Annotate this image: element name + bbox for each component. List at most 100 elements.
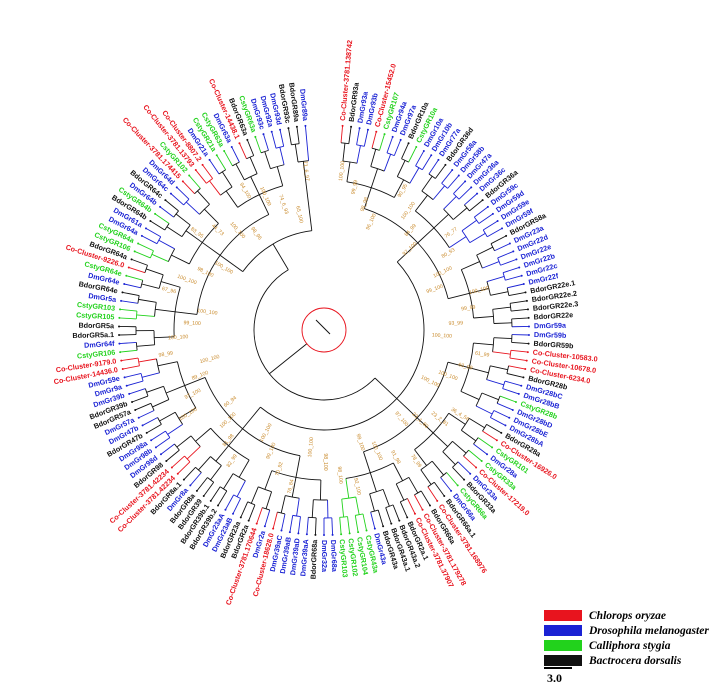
leaf-tip	[504, 424, 506, 426]
branch-segment	[295, 144, 298, 162]
leaf-label: DmGr59a	[534, 321, 567, 331]
branch-segment	[204, 482, 214, 496]
branch-segment	[383, 489, 389, 506]
branch-segment	[196, 170, 207, 183]
support-value: 78_99	[409, 453, 422, 468]
leaf-tip	[487, 206, 489, 208]
legend-item: Chlorops oryzae	[544, 608, 709, 623]
branch-segment	[126, 276, 142, 281]
support-value: 100_100	[176, 274, 197, 286]
branch-segment	[491, 236, 506, 244]
branch-segment	[122, 292, 139, 295]
legend-item: Bactrocera dorsalis	[544, 653, 709, 668]
branch-segment	[384, 154, 390, 171]
branch-segment	[236, 164, 244, 180]
leaf-tip	[171, 466, 173, 468]
branch-segment	[139, 410, 154, 417]
branch-segment	[490, 418, 505, 426]
leaf-tip	[182, 180, 184, 182]
branch-segment	[503, 389, 519, 394]
support-value: 99_100	[183, 320, 201, 327]
leaf-tip	[304, 125, 306, 127]
branch-segment	[449, 237, 466, 248]
branch-segment	[155, 214, 169, 224]
branch-segment	[461, 391, 479, 399]
root-ring	[302, 308, 346, 352]
leaf-tip	[119, 351, 121, 353]
support-value: 83_95	[189, 226, 204, 240]
leaf-tip	[429, 504, 431, 506]
support-value: 100_100	[370, 441, 383, 462]
leaf-tip	[508, 417, 510, 419]
branch-segment	[203, 165, 213, 179]
branch-segment	[178, 462, 190, 474]
branch-segment	[265, 510, 270, 526]
leaf-tip	[296, 126, 298, 128]
branch-segment	[452, 467, 464, 479]
branch-segment	[120, 309, 137, 311]
leaf-tip	[306, 533, 308, 535]
leaf-tip	[374, 528, 376, 530]
leaf-tip	[138, 417, 140, 419]
branch-segment	[249, 505, 255, 521]
branch-segment	[135, 251, 151, 258]
support-value: 76_77	[444, 226, 459, 240]
branch-segment	[447, 473, 458, 486]
support-value: 89_100	[191, 370, 209, 382]
root-branch	[316, 320, 330, 334]
branch-segment	[137, 345, 155, 347]
support-value: 100_100	[469, 285, 490, 296]
leaf-tip	[406, 516, 408, 518]
branch-segment	[273, 244, 288, 270]
branch-segment	[177, 436, 191, 447]
leaf-tip	[526, 300, 528, 302]
leaf-tip	[141, 235, 143, 237]
leaf-tip	[515, 401, 517, 403]
branch-segment	[500, 396, 516, 402]
branch-segment	[124, 284, 141, 288]
branch-segment	[146, 269, 163, 275]
leaf-tip	[122, 368, 124, 370]
branch-segment	[453, 181, 465, 193]
leaf-tip	[131, 258, 133, 260]
support-value: 98_100	[322, 453, 328, 470]
branch-segment	[129, 389, 145, 394]
support-value: 100_100	[420, 375, 441, 389]
leaf-tip	[457, 484, 459, 486]
branch-segment	[211, 487, 220, 501]
leaf-tip	[120, 300, 122, 302]
branch-segment	[298, 517, 300, 534]
branch-segment	[315, 518, 316, 535]
branch-arc	[260, 262, 424, 430]
branch-segment	[458, 462, 470, 474]
branch-segment	[505, 276, 521, 281]
branch-segment	[433, 186, 445, 200]
branch-segment	[143, 418, 158, 426]
leaf-label: BdorGR5a	[78, 321, 115, 331]
tree-branches	[118, 125, 530, 536]
leaf-tip	[196, 490, 198, 492]
leaf-tip	[482, 199, 484, 201]
leaf-tip	[118, 343, 120, 345]
branch-segment	[166, 386, 185, 393]
leaf-tip	[505, 235, 507, 237]
support-value: 100_100	[432, 332, 453, 339]
leaf-tip	[202, 164, 204, 166]
branch-segment	[273, 512, 277, 528]
branch-segment	[341, 126, 343, 143]
branch-segment	[139, 359, 157, 362]
branch-segment	[363, 452, 370, 473]
leaf-tip	[150, 439, 152, 441]
support-value: 92_100	[352, 477, 361, 495]
branch-segment	[421, 491, 430, 506]
leaf-tip	[209, 159, 211, 161]
leaf-tip	[195, 169, 197, 171]
branch-segment	[375, 378, 397, 399]
branch-segment	[135, 403, 151, 410]
leaf-tip	[248, 520, 250, 522]
branch-segment	[364, 130, 368, 147]
branch-segment	[380, 134, 385, 150]
leaf-tip	[496, 439, 498, 441]
branch-segment	[159, 240, 175, 249]
